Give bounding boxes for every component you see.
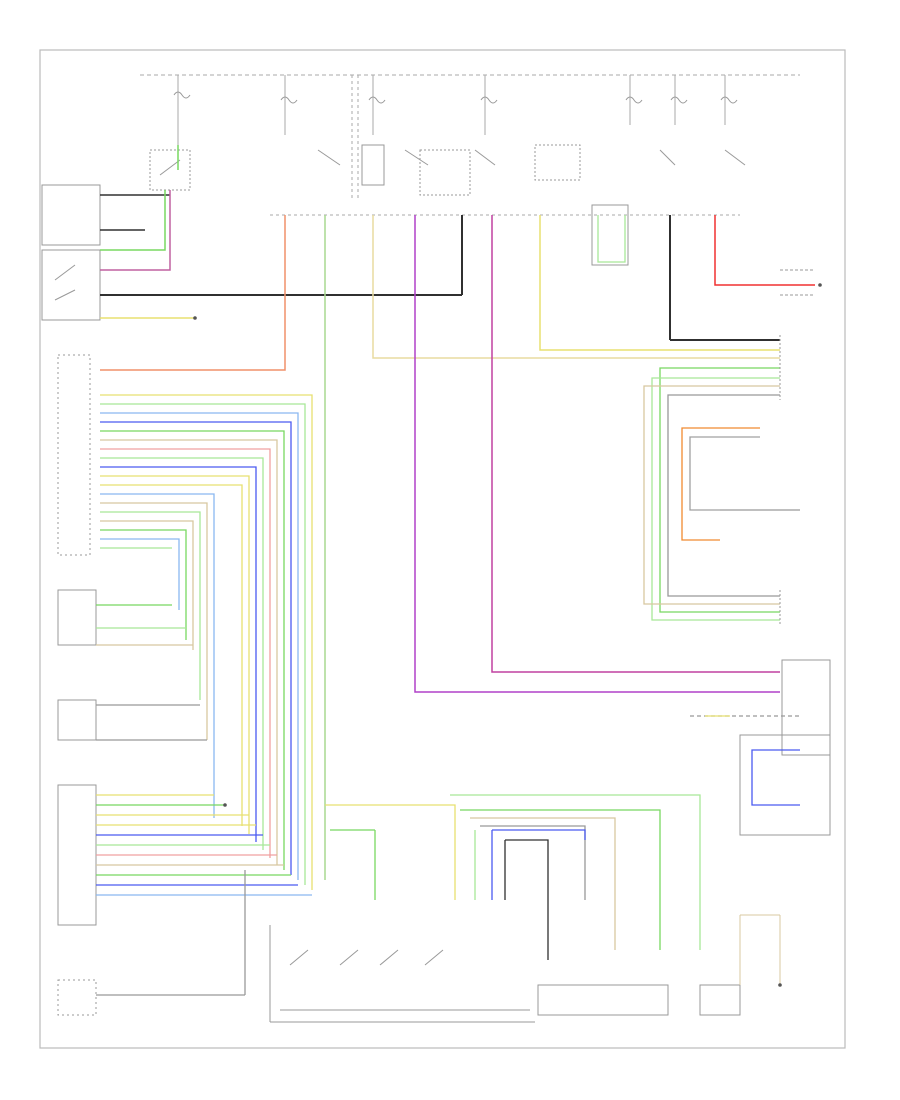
left-cable-bundle [100,394,313,890]
lower-switch-panel [269,914,781,1023]
left-lower-wires [96,604,312,996]
lower-switch-wires [325,794,701,960]
green-loop-wire [597,215,626,263]
fuse-symbols [173,91,738,104]
relay-symbols [149,144,746,266]
yellow-wire [539,215,780,351]
purple-wire [414,215,780,693]
fuse-columns [177,75,726,200]
diagram-frame [39,49,846,1049]
top-left-wires [100,145,195,319]
salmon-wire [100,215,286,371]
tan-wire [372,215,780,359]
right-cable-bundle [643,367,800,621]
red-wire [714,215,815,286]
magenta-wire [491,215,780,673]
left-components [41,184,101,1016]
ground-bus [100,215,780,341]
blue-wire-right [751,749,800,806]
right-connector-frame [739,269,831,836]
junction-dots [193,283,822,987]
